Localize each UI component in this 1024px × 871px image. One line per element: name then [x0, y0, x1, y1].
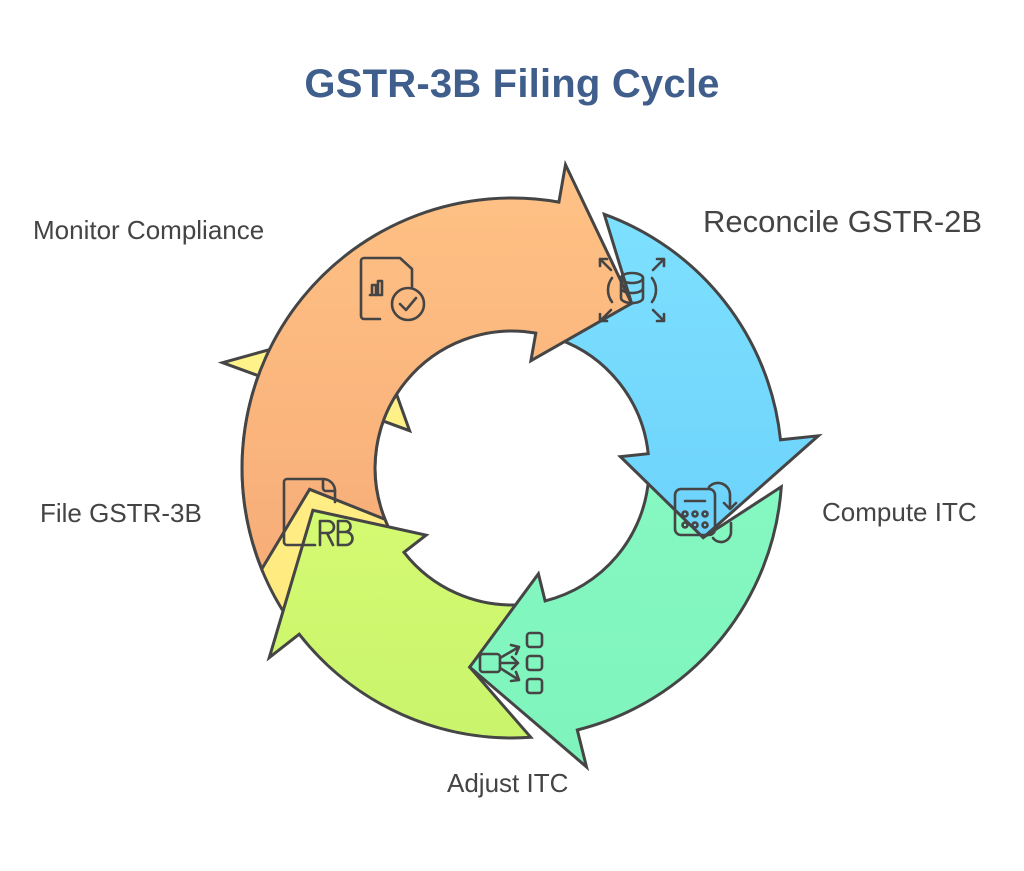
document-rb-icon: [282, 477, 354, 547]
step-label-file-gstr-3b: File GSTR-3B: [40, 498, 202, 528]
distribute-items-icon: [478, 631, 544, 695]
document-chart-check-icon: [359, 256, 426, 322]
step-label-reconcile-gstr-2b: Reconcile GSTR-2B: [703, 204, 983, 239]
step-label-adjust-itc: Adjust ITC: [447, 768, 569, 798]
segment-compute-itc: [467, 473, 784, 772]
step-label-monitor-compliance: Monitor Compliance: [33, 215, 265, 245]
calculator-refresh-icon: [673, 481, 738, 544]
diagram-title: GSTR-3B Filing Cycle: [304, 62, 720, 106]
segment-reconcile-gstr-2b: [555, 211, 823, 540]
step-label-compute-itc: Compute ITC: [822, 497, 977, 527]
database-expand-icon: [598, 257, 666, 323]
segment-monitor-compliance: [240, 159, 634, 573]
segment-adjust-itc: [266, 508, 534, 740]
